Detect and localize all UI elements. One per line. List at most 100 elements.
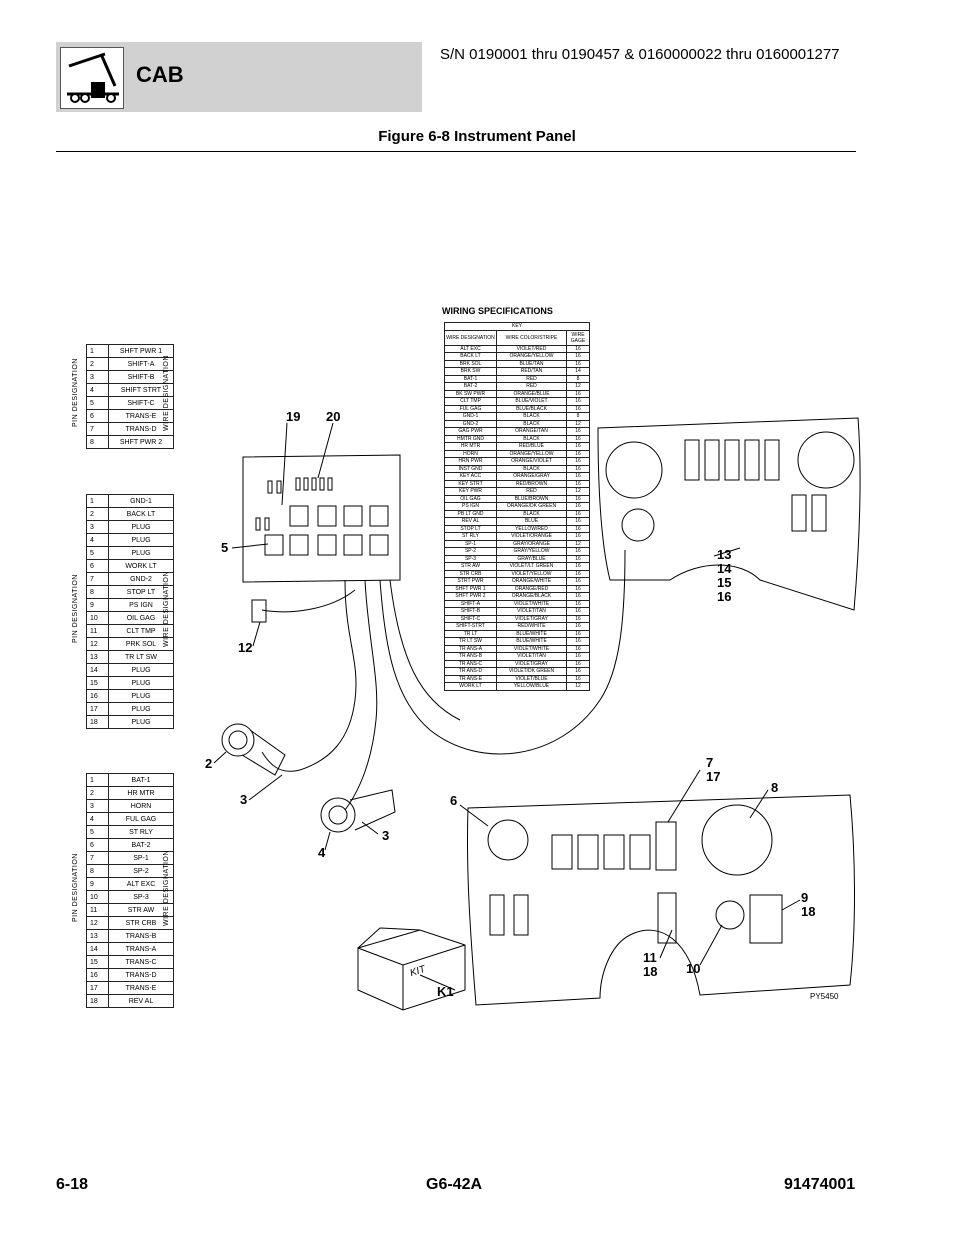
wire-designation: STR AW [444,562,497,571]
wire-designation: SHIFT-C [444,614,497,623]
wire-designation: TR ANS-D [444,667,497,676]
pin-number: 15 [86,676,109,690]
wire-gage: 16 [566,449,590,458]
pin-number: 5 [86,546,109,560]
pin-number: 10 [86,890,109,904]
wire-color: BLUE/WHITE [496,629,567,638]
wire-gage: 16 [566,344,590,353]
wire-designation: PS IGN [444,502,497,511]
wire-color: VIOLET/ORANGE [496,532,567,541]
wire-gage: 16 [566,577,590,586]
wire-gage: 16 [566,652,590,661]
callout-7-17: 7 17 [706,755,721,784]
wire-color: RED/TAN [496,367,567,376]
wire-designation: TR LT SW [444,637,497,646]
wire-color: BLUE/BROWN [496,494,567,503]
wire-color: RED/BROWN [496,479,567,488]
wire-gage: 16 [566,584,590,593]
pin-number: 18 [86,994,109,1008]
wire-color: BLUE/VIOLET [496,397,567,406]
wire-gage: 16 [566,494,590,503]
wire-designation: GAG PWR [444,427,497,436]
wire-gage: 16 [566,389,590,398]
callout-12: 12 [238,640,253,655]
wire-designation: ST RLY [444,532,497,541]
wire-color: VIOLET/LT GREEN [496,562,567,571]
wire-color: GRAY/ORANGE [496,539,567,548]
wire-gage: 16 [566,607,590,616]
rocker-switches [264,505,389,556]
wire-designation: BAT-1 [444,374,497,383]
wire-gage: 16 [566,359,590,368]
wire-color: ORANGE/YELLOW [496,449,567,458]
wire-designation: REV AL [444,517,497,526]
wire-designation: HMTR GND [444,434,497,443]
wire-designation: WORK LT [444,682,497,691]
wire-color: ORANGE/GRAY [496,472,567,481]
wire-designation: SHFT PWR 2 [444,592,497,601]
pin-designation-label-1: PIN DESIGNATION [72,358,79,428]
pin-number: 18 [86,715,109,729]
wire-designation: TR ANS-C [444,659,497,668]
wire-color: VIOLET/BLUE [496,674,567,683]
wire-designation: SHIFT-B [444,607,497,616]
wiring-header-color: WIRE COLOR/STRIPE [496,329,567,346]
wire-color: ORANGE/VIOLET [496,457,567,466]
serial-range: S/N 0190001 thru 0190457 & 0160000022 th… [440,46,840,63]
wire-color: ORANGE/YELLOW [496,352,567,361]
callout-6: 6 [450,793,458,808]
wire-designation: SP-2 [444,547,497,556]
wire-gage: 14 [566,367,590,376]
wire-gage: 12 [566,682,590,691]
wire-designation: FUL GAG [444,404,497,413]
wire-gage: 12 [566,419,590,428]
wire-designation: TR LT [444,629,497,638]
wire-designation: BRK SW [444,367,497,376]
pin-number: 7 [86,422,109,436]
page-number: 6-18 [56,1176,89,1193]
wire-designation: SHFT PWR 1 [444,584,497,593]
wire-color: VIOLET/RED [496,344,567,353]
section-title: CAB [136,62,184,87]
wire-designation: KEY ACC [444,472,497,481]
pin-number: 5 [86,396,109,410]
wire-gage: 16 [566,554,590,563]
callout-k1: K1 [437,984,454,999]
wire-color: VIOLET/TAN [496,607,567,616]
pin-number: 6 [86,559,109,573]
wire-designation: BACK LT [444,352,497,361]
wire-gage: 16 [566,562,590,571]
wire-color: BLUE/TAN [496,359,567,368]
pin-number: 4 [86,533,109,547]
wire-color: RED [496,382,567,391]
wire-gage: 16 [566,569,590,578]
